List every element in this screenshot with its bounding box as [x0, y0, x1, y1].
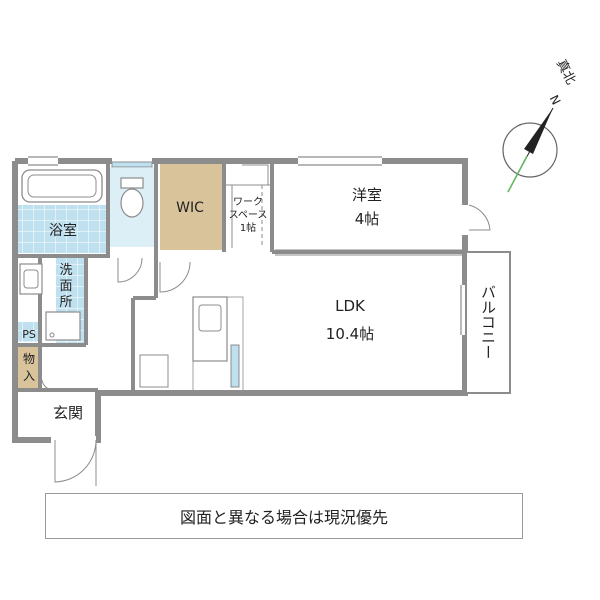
kitchen-sink: [198, 304, 222, 332]
room-label-ldk-size: 10.4帖: [326, 325, 374, 343]
door-swings: [41, 164, 491, 486]
bath-floor: [18, 205, 108, 253]
wic-floor: [160, 164, 222, 250]
room-label-wic: WIC: [176, 200, 204, 216]
ps-floor: [18, 322, 40, 342]
balcony: [465, 251, 511, 394]
disclaimer-box: 図面と異なる場合は現況優先: [45, 493, 523, 539]
room-label-entrance: 玄関: [53, 404, 83, 422]
room-label-storage: 物: [23, 352, 35, 366]
refrigerator-space: [139, 354, 169, 388]
room-label-ldk: LDK: [335, 297, 366, 315]
storage-floor: [18, 345, 40, 388]
room-label-workspace: スペース: [229, 210, 268, 221]
room-label-balcony: バルコニー: [479, 285, 497, 360]
room-label-workspace-size: 1帖: [240, 221, 256, 234]
kitchen-counter: [192, 296, 228, 362]
bathtub: [21, 169, 103, 203]
disclaimer-text: 図面と異なる場合は現況優先: [179, 508, 388, 527]
toilet-bowl: [120, 188, 144, 218]
compass-north-letter: N: [547, 93, 564, 107]
room-label-bath: 浴室: [49, 222, 77, 239]
room-label-workspace: ワーク: [233, 196, 263, 208]
room-label-washroom: 面: [59, 279, 72, 294]
room-label-western-size: 4帖: [355, 210, 380, 228]
room-label-ps: PS: [22, 328, 36, 341]
compass-label: 真北: [553, 57, 578, 87]
room-label-storage: 入: [23, 369, 35, 383]
compass: [502, 107, 558, 193]
interior-walls: [15, 163, 465, 393]
compass-needle: [524, 108, 553, 154]
outer-walls: [12, 158, 468, 443]
kitchen-shelf: [230, 344, 240, 388]
washing-machine: [45, 311, 81, 341]
room-label-western: 洋室: [352, 186, 382, 204]
wash-basin: [19, 263, 43, 295]
room-label-washroom: 洗: [59, 263, 72, 278]
toilet-tank: [120, 177, 144, 189]
room-label-washroom: 所: [59, 295, 72, 310]
